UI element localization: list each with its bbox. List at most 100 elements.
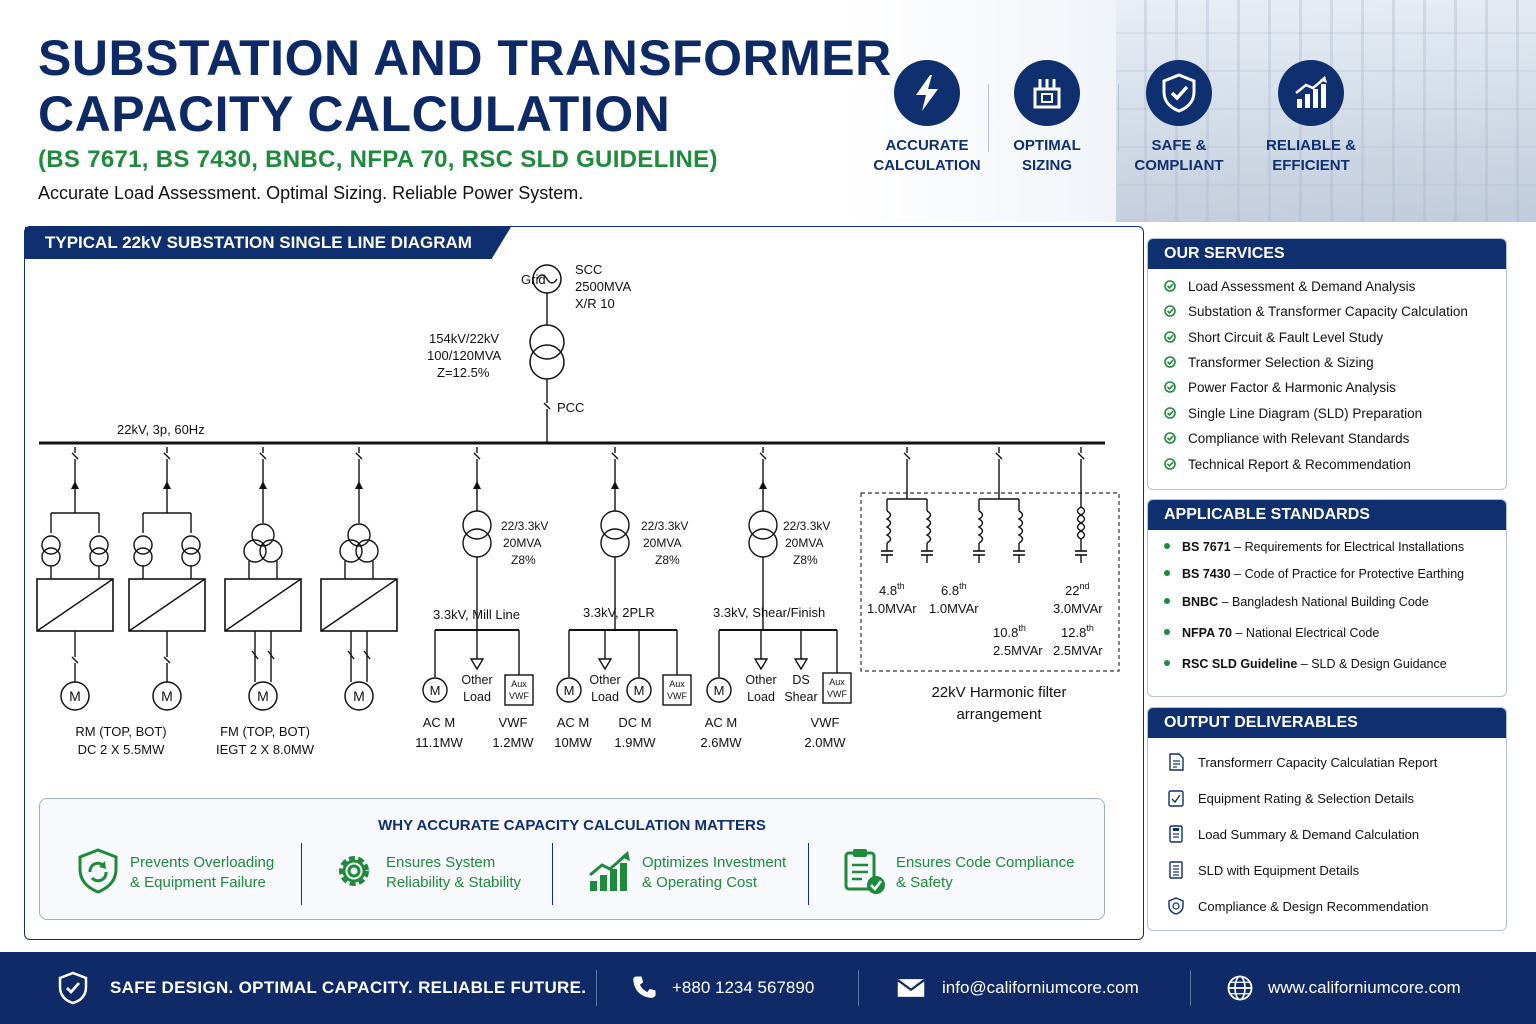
- svg-text:1.9MW: 1.9MW: [614, 735, 656, 750]
- badge-safe: SAFE &COMPLIANT: [1114, 60, 1244, 176]
- svg-text:Z8%: Z8%: [793, 553, 818, 567]
- service-item: Power Factor & Harmonic Analysis: [1164, 380, 1396, 395]
- rating-icon: [1168, 790, 1184, 807]
- phone-icon: [633, 976, 656, 998]
- svg-text:AC M: AC M: [423, 715, 456, 730]
- svg-text:22nd: 22nd: [1065, 581, 1089, 598]
- why-title: WHY ACCURATE CAPACITY CALCULATION MATTER…: [378, 817, 766, 834]
- svg-text:VWF: VWF: [827, 689, 847, 699]
- svg-text:VWF: VWF: [811, 715, 840, 730]
- svg-text:Load: Load: [591, 690, 619, 704]
- footer-slogan: SAFE DESIGN. OPTIMAL CAPACITY. RELIABLE …: [56, 952, 586, 1024]
- standard-item: BS 7430 – Code of Practice for Protectiv…: [1164, 567, 1464, 581]
- svg-text:M: M: [564, 683, 575, 698]
- globe-icon: [1227, 975, 1253, 1001]
- svg-text:6.8th: 6.8th: [941, 581, 967, 598]
- footer-email[interactable]: info@californiumcore.com: [896, 952, 1139, 1024]
- svg-text:Aux: Aux: [669, 679, 685, 689]
- svg-text:11.1MW: 11.1MW: [415, 735, 463, 750]
- feeder-2plr: 22/3.3kV 20MVA Z8% 3.3kV, 2PLR M Other L…: [554, 446, 692, 750]
- fm-rating: IEGT 2 X 8.0MW: [216, 742, 315, 757]
- svg-text:2.5MVAr: 2.5MVAr: [993, 643, 1043, 658]
- svg-text:12.8th: 12.8th: [1061, 623, 1094, 640]
- footer-website[interactable]: www.californiumcore.com: [1226, 952, 1461, 1024]
- main-tx-impedance: Z=12.5%: [437, 365, 490, 380]
- svg-text:22kV Harmonic filter: 22kV Harmonic filter: [931, 684, 1066, 701]
- svg-text:1.0MVAr: 1.0MVAr: [867, 601, 917, 616]
- svg-text:2.6MW: 2.6MW: [700, 735, 742, 750]
- standard-item: BNBC – Bangladesh National Building Code: [1164, 595, 1429, 609]
- lightning-icon: [894, 60, 960, 126]
- scc-label: SCC: [575, 262, 602, 277]
- svg-text:Load: Load: [463, 690, 491, 704]
- svg-text:M: M: [714, 683, 725, 698]
- svg-text:M: M: [353, 688, 365, 704]
- motor-icon: [60, 681, 90, 711]
- badge-reliable: RELIABLE &EFFICIENT: [1246, 60, 1376, 176]
- scc-mva: 2500MVA: [575, 279, 631, 294]
- deliverables-title: OUTPUT DELIVERABLES: [1148, 708, 1506, 738]
- svg-text:M: M: [257, 688, 269, 704]
- svg-text:Other: Other: [745, 673, 776, 687]
- check-icon: [1164, 280, 1176, 292]
- svg-text:Other: Other: [461, 673, 492, 687]
- header: SUBSTATION AND TRANSFORMER CAPACITY CALC…: [0, 0, 1536, 222]
- svg-text:10.8th: 10.8th: [993, 623, 1026, 640]
- svg-text:VWF: VWF: [509, 691, 529, 701]
- svg-text:3.0MVAr: 3.0MVAr: [1053, 601, 1103, 616]
- footer-phone[interactable]: +880 1234 567890: [630, 952, 814, 1024]
- deliverable-item: Load Summary & Demand Calculation: [1166, 824, 1419, 844]
- standards-subtitle: (BS 7671, BS 7430, BNBC, NFPA 70, RSC SL…: [38, 146, 718, 173]
- rm-label: RM (TOP, BOT): [75, 724, 166, 739]
- svg-text:20MVA: 20MVA: [643, 536, 681, 550]
- page-title: SUBSTATION AND TRANSFORMER CAPACITY CALC…: [38, 30, 892, 142]
- svg-text:22/3.3kV: 22/3.3kV: [641, 519, 688, 533]
- check-icon: [1164, 432, 1176, 444]
- svg-text:4.8th: 4.8th: [879, 581, 905, 598]
- service-item: Short Circuit & Fault Level Study: [1164, 330, 1383, 345]
- svg-text:Z8%: Z8%: [511, 553, 536, 567]
- check-icon: [1164, 356, 1176, 368]
- svg-text:1.2MW: 1.2MW: [492, 735, 534, 750]
- svg-text:10MW: 10MW: [554, 735, 592, 750]
- svg-text:Load: Load: [747, 690, 775, 704]
- service-item: Single Line Diagram (SLD) Preparation: [1164, 406, 1422, 421]
- svg-text:2.0MW: 2.0MW: [804, 735, 846, 750]
- calculator-icon: [1169, 825, 1183, 843]
- scc-xr: X/R 10: [575, 296, 615, 311]
- why-accurate-box: WHY ACCURATE CAPACITY CALCULATION MATTER…: [39, 798, 1105, 920]
- sld-panel: TYPICAL 22kV SUBSTATION SINGLE LINE DIAG…: [24, 226, 1144, 940]
- svg-text:M: M: [161, 688, 173, 704]
- svg-text:DS: DS: [792, 673, 809, 687]
- svg-text:M: M: [69, 688, 81, 704]
- svg-text:Other: Other: [589, 673, 620, 687]
- svg-text:3.3kV, Mill Line: 3.3kV, Mill Line: [433, 607, 520, 622]
- svg-text:1.0MVAr: 1.0MVAr: [929, 601, 979, 616]
- footer: SAFE DESIGN. OPTIMAL CAPACITY. RELIABLE …: [0, 952, 1536, 1024]
- svg-text:arrangement: arrangement: [956, 706, 1042, 723]
- standard-item: BS 7671 – Requirements for Electrical In…: [1164, 540, 1464, 554]
- service-item: Load Assessment & Demand Analysis: [1164, 279, 1415, 294]
- single-line-diagram: Grid SCC 2500MVA X/R 10 154kV/22kV 100/1…: [36, 262, 1120, 757]
- harmonic-filter-arrangement: 4.8th 1.0MVAr 6.8th 1.0MVAr 22nd 3.0MVAr…: [860, 446, 1120, 723]
- service-item: Compliance with Relevant Standards: [1164, 431, 1409, 446]
- svg-text:VWF: VWF: [667, 691, 687, 701]
- svg-text:3.3kV, Shear/Finish: 3.3kV, Shear/Finish: [713, 605, 825, 620]
- svg-text:Aux: Aux: [511, 679, 527, 689]
- svg-text:22/3.3kV: 22/3.3kV: [783, 519, 830, 533]
- deliverable-item: Transformerr Capacity Calculatian Report: [1166, 752, 1437, 772]
- svg-text:3.3kV, 2PLR: 3.3kV, 2PLR: [583, 605, 655, 620]
- svg-text:AC M: AC M: [557, 715, 590, 730]
- bus-label: 22kV, 3p, 60Hz: [117, 422, 205, 437]
- shield-check-icon: [1146, 60, 1212, 126]
- svg-text:M: M: [430, 683, 441, 698]
- report-icon: [1169, 753, 1184, 771]
- feeder-transformer-icon: [462, 510, 492, 540]
- svg-text:Shear: Shear: [784, 690, 817, 704]
- feeder-shear-finish: 22/3.3kV 20MVA Z8% 3.3kV, Shear/Finish M…: [700, 446, 852, 750]
- transformer-icon: [1014, 60, 1080, 126]
- svg-text:20MVA: 20MVA: [785, 536, 823, 550]
- svg-text:22/3.3kV: 22/3.3kV: [501, 519, 548, 533]
- document-icon: [1169, 861, 1183, 879]
